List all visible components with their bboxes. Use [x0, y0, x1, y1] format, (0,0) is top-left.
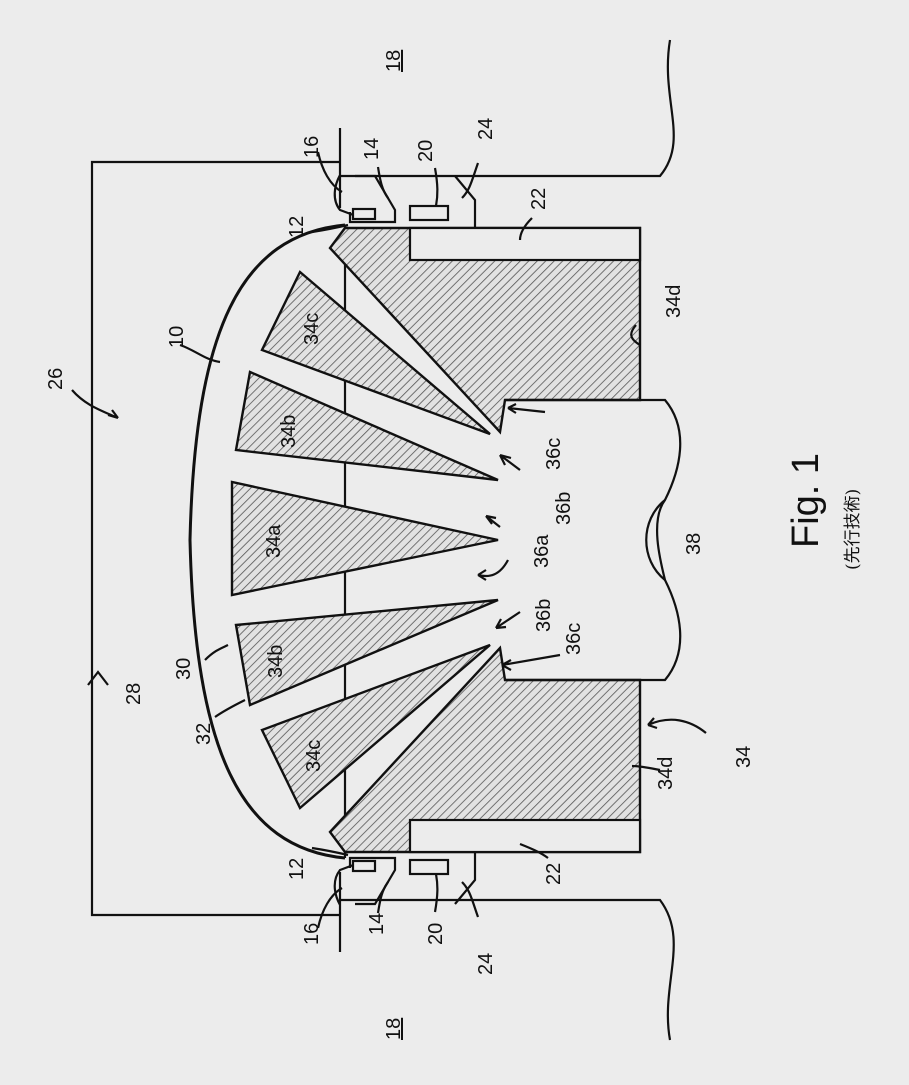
figure-caption-note: (先行技術): [843, 489, 863, 570]
labels: 10 12 12 14 14 16 16 18 18 20 20 22 22 2…: [45, 50, 755, 1040]
part-20-bottom: [408, 858, 450, 876]
label-10: 10: [166, 326, 188, 348]
wall-bottom: [340, 898, 675, 1041]
label-34d: 34d: [663, 285, 685, 318]
clamp-16-top: [333, 128, 357, 218]
ring-14-top: [348, 174, 397, 224]
label-38: 38: [683, 533, 705, 555]
label-36b: 36b: [533, 599, 555, 632]
sector-34b-lower: [234, 598, 499, 707]
gasket-12-top: [351, 207, 377, 221]
label-20: 20: [425, 923, 447, 945]
clamp-16-bottom: [333, 862, 357, 952]
label-16: 16: [301, 923, 323, 945]
label-36c: 36c: [543, 438, 565, 470]
label-12: 12: [286, 216, 308, 238]
light-arrows: [71, 389, 707, 734]
label-34b: 34b: [278, 415, 300, 448]
label-36a: 36a: [531, 534, 553, 568]
label-16: 16: [301, 136, 323, 158]
ring-14-bottom: [348, 856, 397, 906]
sector-34c-lower: [260, 643, 491, 810]
label-20: 20: [415, 140, 437, 162]
sector-34a: [230, 480, 499, 597]
label-34c: 34c: [301, 313, 323, 345]
label-34b: 34b: [265, 645, 287, 678]
enclosure-line: [90, 160, 340, 917]
label-34c: 34c: [303, 740, 325, 772]
label-28: 28: [123, 683, 145, 705]
label-34a: 34a: [263, 524, 285, 558]
slot-22-top: [408, 226, 642, 262]
label-36b: 36b: [553, 492, 575, 525]
label-30: 30: [173, 658, 195, 680]
label-14: 14: [366, 913, 388, 935]
label-18: 18: [383, 1018, 405, 1040]
label-14: 14: [361, 138, 383, 160]
label-26: 26: [45, 368, 67, 390]
label-24: 24: [475, 118, 497, 140]
label-34d: 34d: [655, 757, 677, 790]
sector-34c-upper: [260, 270, 491, 436]
wall-top: [340, 39, 675, 178]
part-20-top: [408, 204, 450, 222]
label-24: 24: [475, 953, 497, 975]
label-36c: 36c: [563, 623, 585, 655]
label-18: 18: [383, 50, 405, 72]
dome-lens: [188, 223, 346, 860]
label-34: 34: [733, 746, 755, 768]
leader-lines: [179, 151, 661, 929]
figure-caption: Fig. 1: [785, 453, 827, 548]
sector-34b-upper: [234, 370, 499, 482]
camera-lens-curve: [645, 499, 666, 581]
label-22: 22: [543, 863, 565, 885]
gasket-12-bottom: [351, 859, 377, 873]
camera-barrel-38: [505, 398, 682, 682]
label-32: 32: [193, 723, 215, 745]
label-22: 22: [528, 188, 550, 210]
label-12: 12: [286, 858, 308, 880]
